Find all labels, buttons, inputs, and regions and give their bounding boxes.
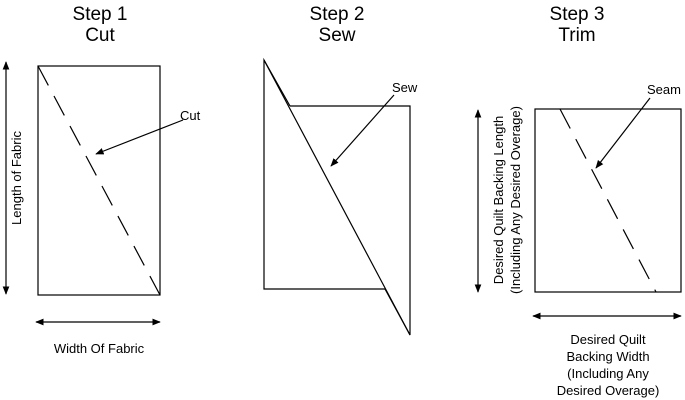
step-3-title: Step 3	[550, 4, 605, 25]
step-1: Step 1 Cut Cut Length of Fabric Width Of…	[2, 4, 201, 356]
backing-width-label-line2: Backing Width	[566, 349, 649, 364]
seam-line	[263, 59, 411, 336]
step-2-title: Step 2	[310, 4, 365, 25]
backing-width-label-line4: Desired Overage)	[557, 383, 660, 398]
trimmed-backing-rectangle	[534, 108, 682, 293]
step-2-subtitle: Sew	[319, 25, 356, 46]
cut-line	[37, 65, 161, 296]
step-1-subtitle: Cut	[85, 25, 115, 46]
width-of-fabric-label: Width Of Fabric	[54, 341, 145, 356]
cut-label: Cut	[180, 108, 201, 123]
backing-length-label-line1: Desired Quilt Backing Length	[491, 116, 506, 284]
sew-label: Sew	[392, 80, 418, 95]
step-1-title: Step 1	[73, 4, 128, 25]
seam-label: Seam	[647, 82, 681, 97]
sew-arrow	[330, 94, 395, 167]
step-2: Step 2 Sew Sew	[263, 4, 418, 336]
seam-dashed-line	[559, 108, 657, 293]
fabric-piece-left	[263, 57, 385, 290]
step-3: Step 3 Trim Seam Desired Quilt Backing L…	[474, 4, 682, 398]
backing-width-label-line3: (Including Any	[567, 366, 649, 381]
cut-arrow	[95, 119, 184, 155]
seam-arrow	[595, 97, 651, 169]
length-of-fabric-label: Length of Fabric	[9, 131, 24, 225]
step-3-subtitle: Trim	[558, 25, 595, 46]
backing-width-label-line1: Desired Quilt	[570, 332, 646, 347]
fabric-rectangle	[37, 65, 161, 296]
backing-length-label-line2: (Including Any Desired Overage)	[508, 106, 523, 294]
